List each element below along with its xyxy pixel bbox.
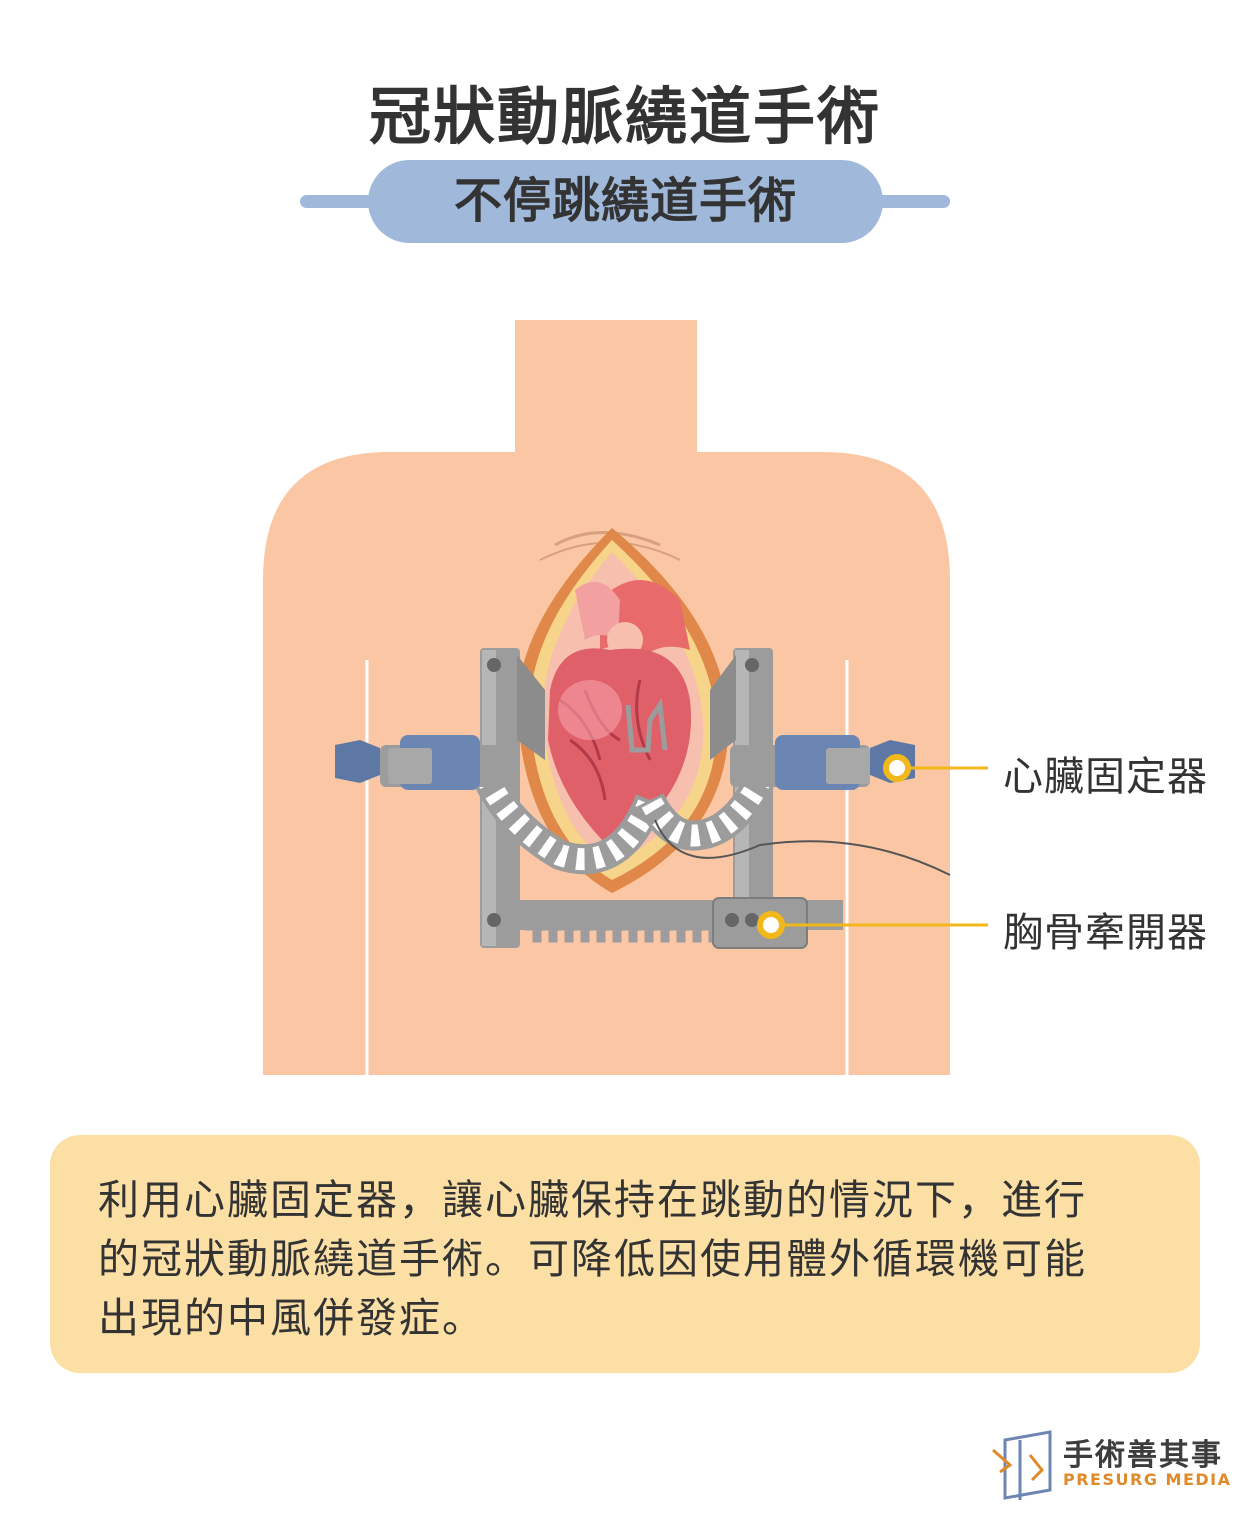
- callout-sternal-retractor: [757, 911, 988, 939]
- description-line-3: 出現的中風併發症。: [98, 1294, 485, 1342]
- subtitle-badge: 不停跳繞道手術: [368, 160, 883, 243]
- description-line-2: 的冠狀動脈繞道手術。可降低因使用體外循環機可能: [98, 1235, 1087, 1283]
- description-box: 利用心臟固定器，讓心臟保持在跳動的情況下，進行 的冠狀動脈繞道手術。可降低因使用…: [50, 1135, 1200, 1373]
- description-line-1: 利用心臟固定器，讓心臟保持在跳動的情況下，進行: [98, 1176, 1087, 1224]
- logo-name-chinese: 手術善其事: [1063, 1438, 1223, 1473]
- presurg-logo-icon: [992, 1430, 1052, 1500]
- page-title: 冠狀動脈繞道手術: [368, 80, 881, 153]
- callout-heart-stabilizer: [883, 754, 988, 782]
- label-heart-stabilizer: 心臟固定器: [1003, 754, 1208, 800]
- logo-name-english: PRESURG MEDIA: [1063, 1470, 1232, 1489]
- label-sternal-retractor: 胸骨牽開器: [1003, 910, 1208, 956]
- description-text: 利用心臟固定器，讓心臟保持在跳動的情況下，進行 的冠狀動脈繞道手術。可降低因使用…: [98, 1171, 1178, 1348]
- heart-stabilizer: [335, 697, 951, 876]
